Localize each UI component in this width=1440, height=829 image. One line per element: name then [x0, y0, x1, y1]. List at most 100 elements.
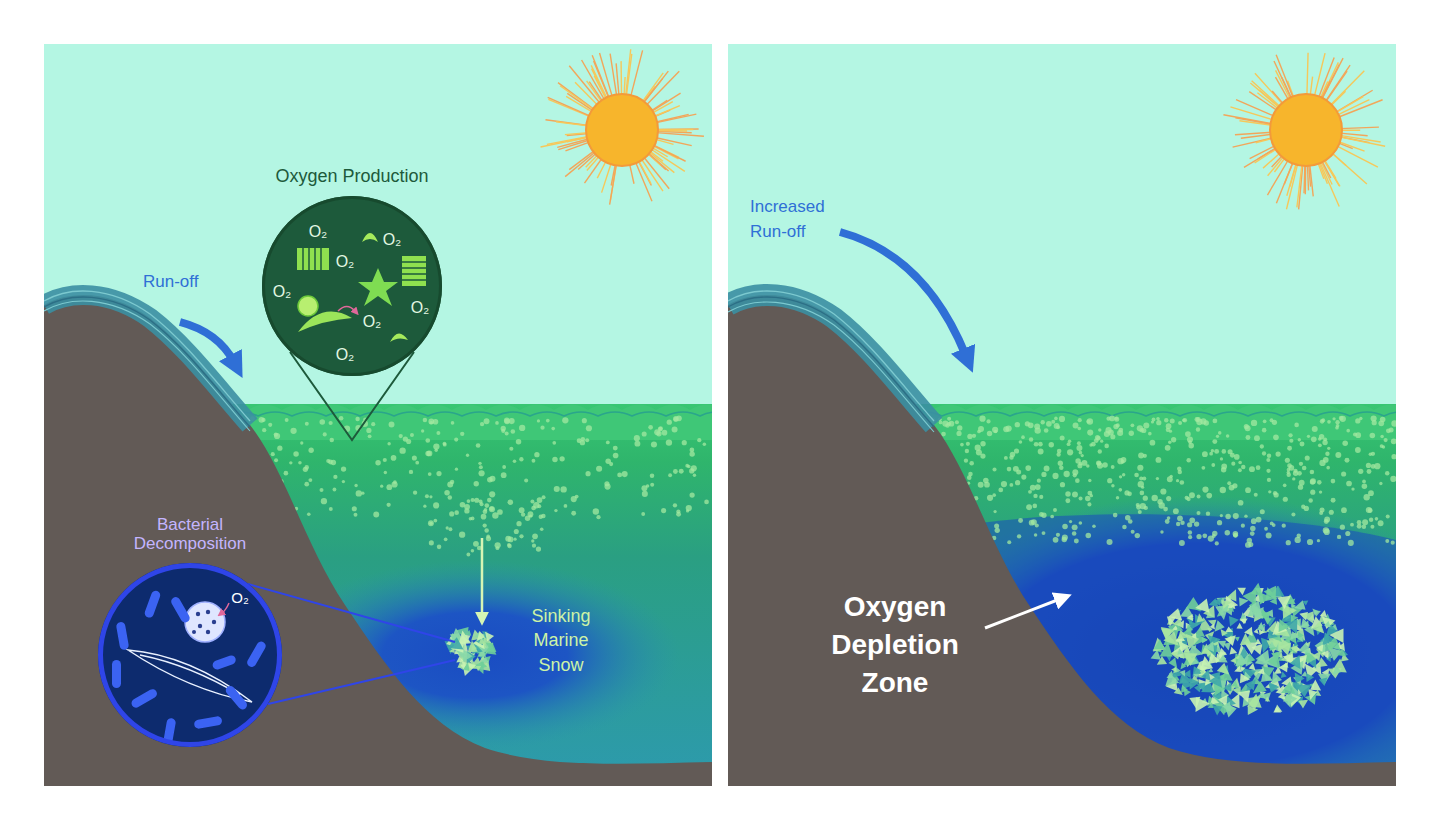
- snow-particle: [1215, 541, 1219, 545]
- snow-particle: [541, 514, 546, 519]
- snow-particle: [1292, 477, 1295, 480]
- snow-flake: [1210, 624, 1216, 630]
- snow-particle: [1245, 487, 1251, 493]
- snow-flake: [1237, 623, 1243, 629]
- snow-particle: [1206, 493, 1212, 499]
- snow-particle: [542, 495, 546, 499]
- snow-particle: [1098, 428, 1101, 431]
- snow-particle: [1231, 462, 1235, 466]
- snow-particle: [1302, 466, 1307, 471]
- oxygen-symbol: O₂: [309, 223, 328, 241]
- snow-particle: [1310, 479, 1315, 484]
- snow-particle: [1062, 534, 1068, 540]
- snow-flake: [1225, 627, 1233, 633]
- snow-particle: [329, 438, 334, 443]
- snow-flake: [1267, 640, 1280, 653]
- snow-particle: [979, 416, 985, 422]
- snow-flake: [1257, 622, 1265, 630]
- snow-particle: [691, 465, 697, 471]
- snow-particle: [471, 498, 475, 502]
- snow-particle: [501, 472, 507, 478]
- snow-particle: [966, 442, 970, 446]
- snow-particle: [1254, 435, 1260, 441]
- snow-particle: [446, 526, 449, 529]
- snow-particle: [1244, 514, 1247, 517]
- snow-flake: [1320, 610, 1327, 617]
- snow-flake: [1254, 611, 1263, 618]
- snow-particle: [679, 469, 684, 474]
- snow-particle: [1096, 460, 1101, 465]
- snow-particle: [460, 432, 464, 436]
- snow-particle: [429, 540, 434, 545]
- snow-particle: [532, 459, 536, 463]
- circle-heading: Bacterial Decomposition: [115, 515, 265, 554]
- snow-flake: [1264, 586, 1277, 600]
- snow-particle: [1077, 441, 1081, 445]
- snow-particle: [412, 456, 417, 461]
- sun-ray: [575, 82, 598, 106]
- snow-particle: [949, 421, 955, 427]
- snow-flake: [1225, 635, 1236, 646]
- snow-particle: [1220, 457, 1223, 460]
- snow-particle: [1087, 430, 1093, 436]
- snow-flake: [1230, 647, 1238, 655]
- sun-ray: [600, 53, 613, 97]
- snow-particle: [1272, 420, 1277, 425]
- snow-particle: [1098, 449, 1102, 453]
- snow-particle: [1152, 495, 1158, 501]
- snow-particle: [428, 472, 432, 476]
- snow-particle: [1370, 433, 1376, 439]
- sun-ray: [655, 114, 689, 122]
- snow-particle: [1319, 434, 1324, 439]
- snow-particle: [514, 529, 519, 534]
- snow-particle: [1310, 478, 1316, 484]
- snow-particle: [1081, 460, 1087, 466]
- snow-particle: [580, 440, 585, 445]
- snow-particle: [1028, 490, 1032, 494]
- snow-particle: [596, 515, 600, 519]
- snow-particle: [1339, 416, 1344, 421]
- pointer-arrow: [985, 599, 1060, 628]
- snow-flake: [1222, 702, 1230, 712]
- snow-particle: [967, 434, 972, 439]
- snow-particle: [1179, 540, 1185, 546]
- snow-particle: [1211, 463, 1215, 467]
- snow-particle: [1274, 492, 1279, 497]
- snow-particle: [1221, 449, 1226, 454]
- snow-particle: [593, 508, 599, 514]
- snow-particle: [571, 511, 576, 516]
- snow-particle: [1188, 530, 1192, 534]
- snow-flake: [485, 643, 493, 651]
- snow-particle: [1117, 430, 1123, 436]
- snow-particle: [366, 428, 371, 433]
- snow-flake: [1221, 629, 1229, 636]
- snow-particle: [617, 472, 622, 477]
- sun-ray: [1335, 97, 1363, 113]
- snow-flake: [1319, 677, 1328, 686]
- snow-flake: [1269, 682, 1279, 692]
- sun-ray: [656, 130, 687, 132]
- snow-particle: [641, 512, 645, 516]
- snow-particle: [564, 504, 568, 508]
- snow-particle: [1283, 497, 1288, 502]
- snow-flake: [1281, 682, 1295, 694]
- snow-particle: [1097, 461, 1101, 465]
- snow-particle: [427, 451, 433, 457]
- sun-ray: [1340, 127, 1379, 129]
- snow-particle: [585, 471, 590, 476]
- snow-flake: [481, 663, 488, 669]
- snow-particle: [1196, 511, 1200, 515]
- sun-ray: [631, 50, 643, 97]
- snow-particle: [1021, 435, 1025, 439]
- sun-ray: [1307, 164, 1308, 190]
- snow-particle: [995, 528, 1000, 533]
- snow-particle: [1256, 465, 1261, 470]
- snow-flake: [1234, 665, 1241, 672]
- snow-particle: [285, 418, 289, 422]
- sun-ray: [1244, 148, 1277, 168]
- snow-particle: [682, 440, 687, 445]
- snow-particle: [454, 438, 458, 442]
- runoff-label: Run-off: [143, 272, 198, 292]
- snow-particle: [329, 507, 333, 511]
- snow-particle: [505, 432, 509, 436]
